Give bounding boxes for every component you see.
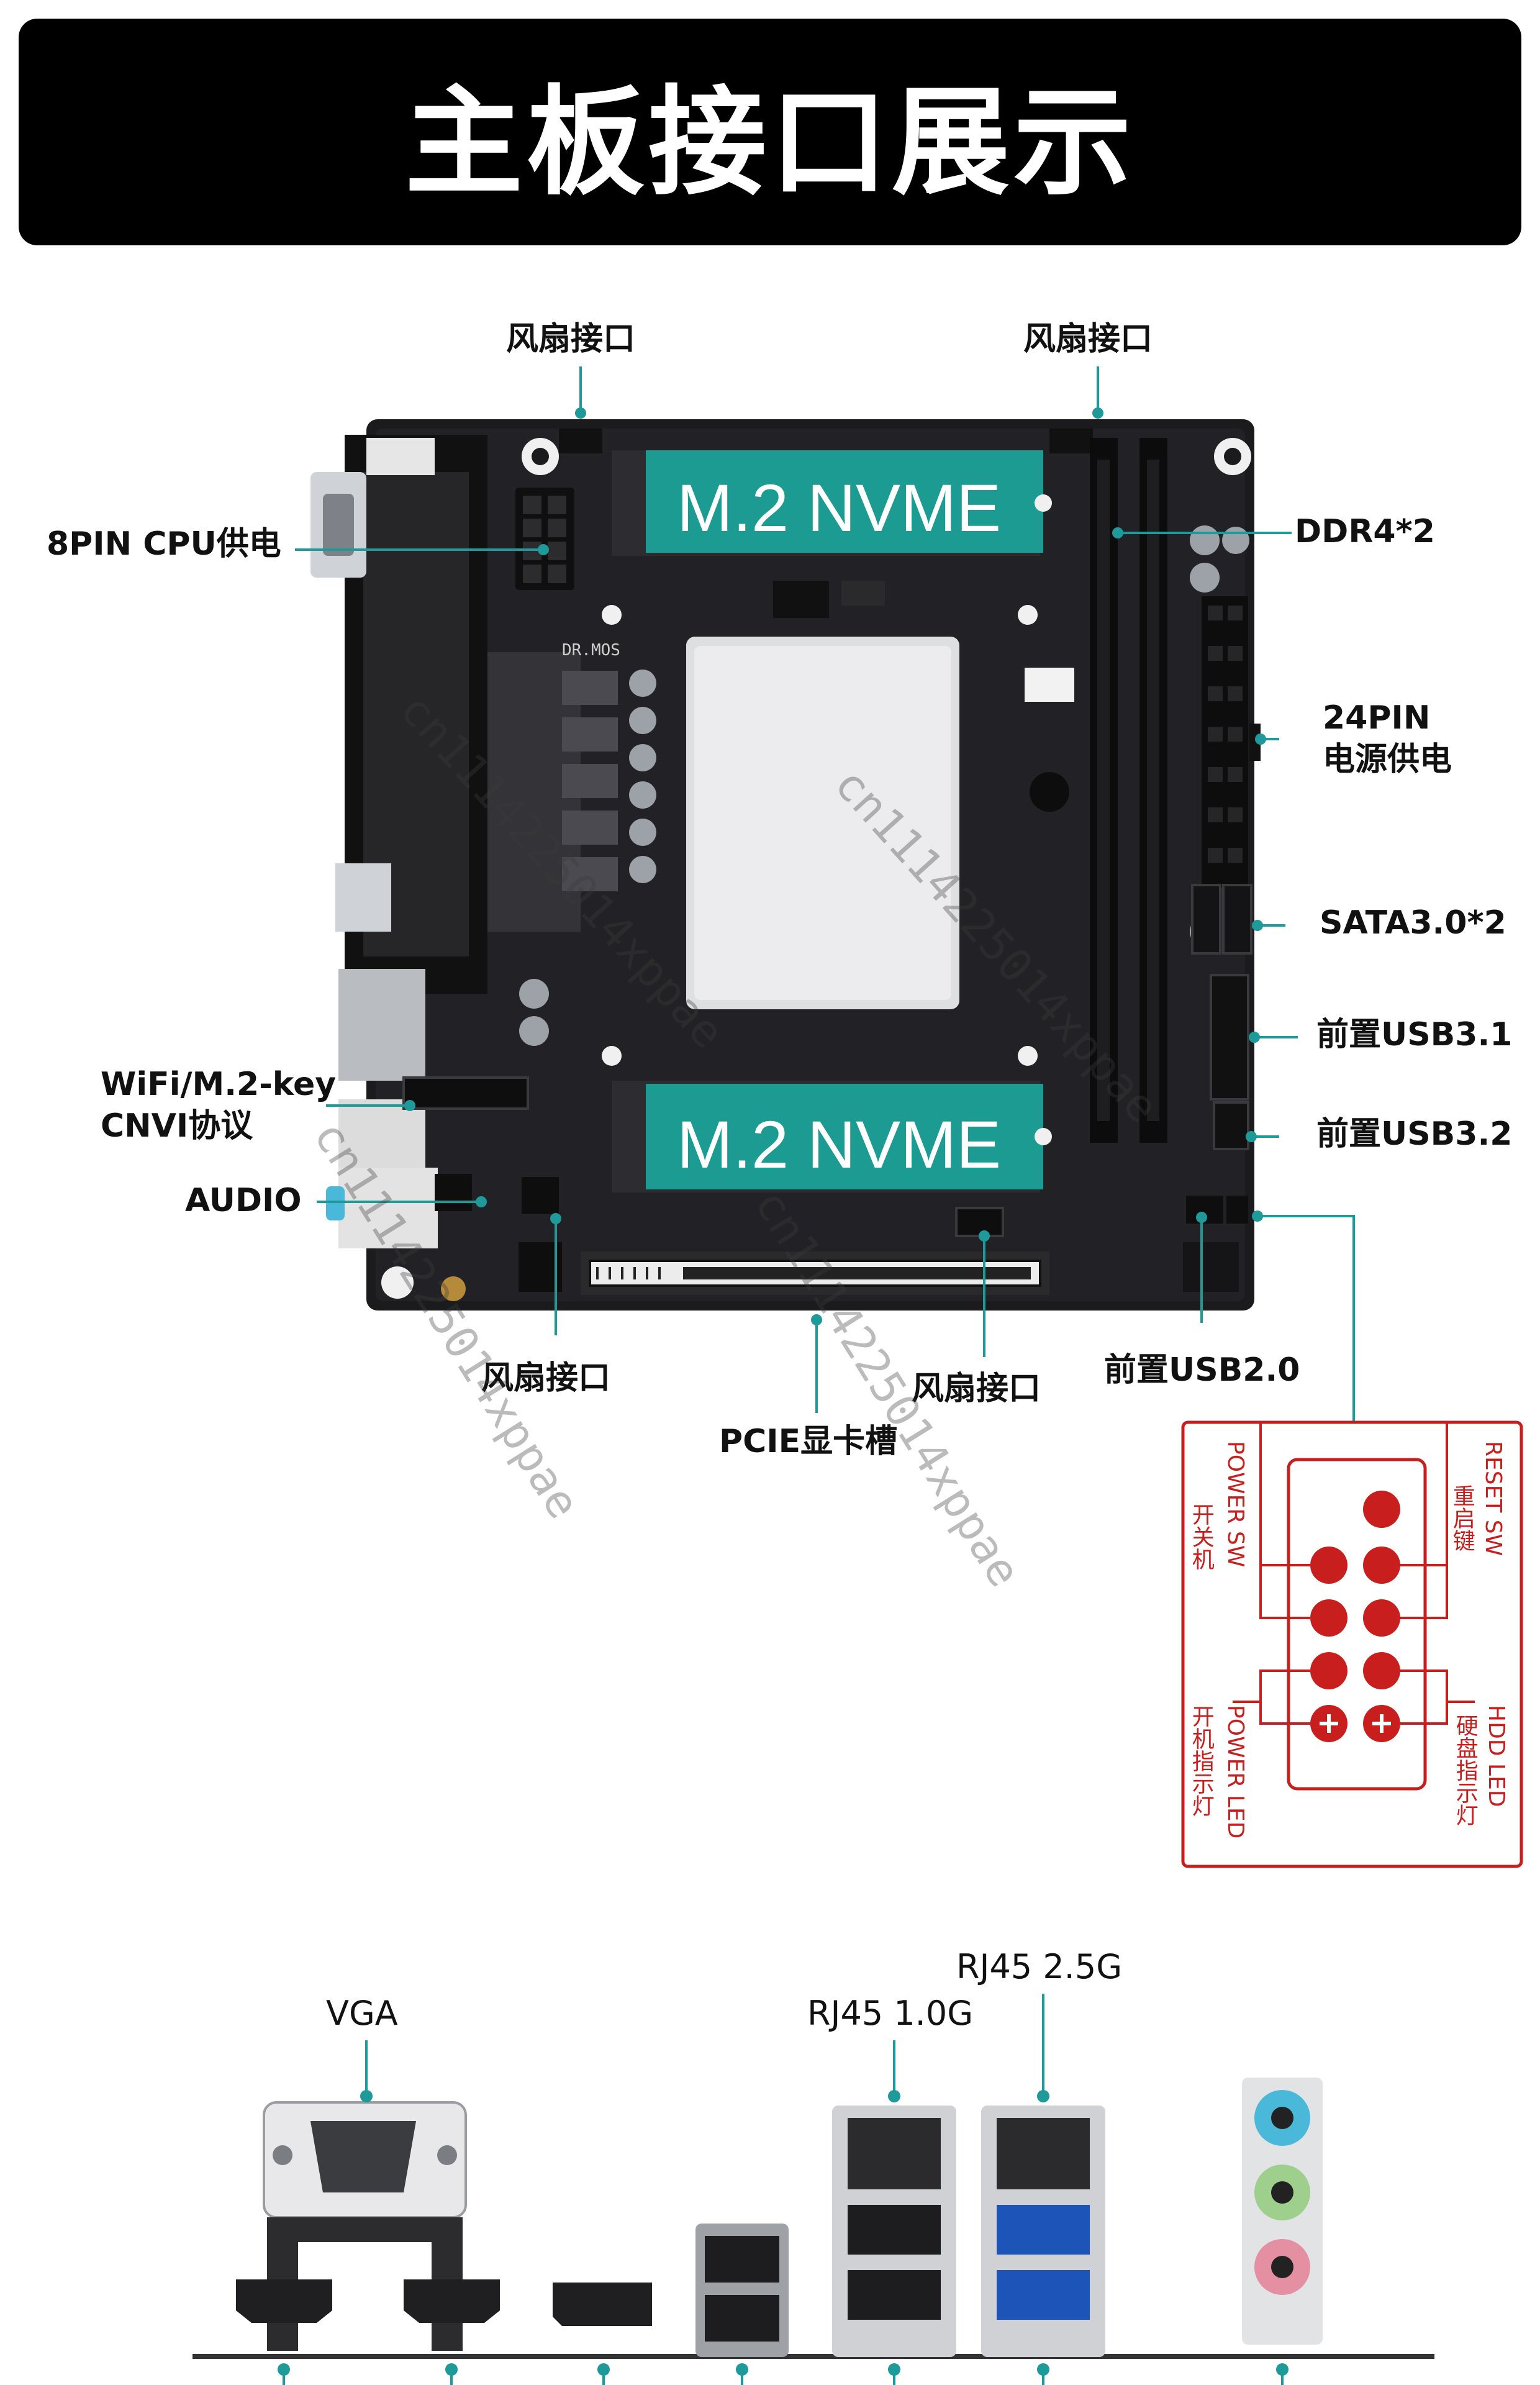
rear-io-callout-dots	[278, 2090, 1289, 2376]
front-usb32-label: 前置USB3.2	[1316, 1115, 1513, 1153]
reset-sw-label: RESET SW	[1480, 1441, 1506, 1556]
atx-power-label-line1: 24PIN	[1323, 699, 1431, 737]
rear-io-panel	[192, 2078, 1434, 2359]
cpu-power-label: 8PIN CPU供电	[47, 525, 281, 563]
power-led-cn-label: 开机指示灯	[1188, 1705, 1214, 1817]
wifi-label-line1: WiFi/M.2-key	[101, 1066, 337, 1103]
front-usb31-label: 前置USB3.1	[1316, 1016, 1513, 1053]
sata-label: SATA3.0*2	[1320, 904, 1506, 942]
power-sw-label: POWER SW	[1222, 1441, 1248, 1568]
m2-bottom-label: M.2 NVME	[677, 1107, 1001, 1182]
title-banner: 主板接口展示	[19, 19, 1521, 245]
board-callout-dots	[404, 407, 1266, 1325]
front-usb20-label: 前置USB2.0	[1104, 1352, 1300, 1389]
hdd-led-cn-label: 硬盘指示灯	[1452, 1714, 1478, 1826]
hdd-led-label: HDD LED	[1483, 1705, 1509, 1807]
rj45-1g-label: RJ45 1.0G	[807, 1994, 974, 2033]
power-led-label: POWER LED	[1222, 1705, 1248, 1839]
pcie-slot-label: PCIE显卡槽	[719, 1423, 898, 1460]
vga-label: VGA	[326, 1994, 398, 2033]
reset-cn-label: 重启键	[1449, 1484, 1475, 1551]
atx-power-label-line2: 电源供电	[1323, 741, 1452, 778]
page-title: 主板接口展示	[404, 74, 1135, 211]
fan-header-label-bottom-right: 风扇接口	[912, 1370, 1041, 1407]
motherboard-pcb: DR.MOS M.2 NVME	[310, 419, 1261, 1311]
wifi-label-line2: CNVI协议	[101, 1107, 253, 1145]
fan-header-label-top-left: 风扇接口	[506, 320, 636, 358]
drmos-label: DR.MOS	[562, 641, 620, 660]
rj45-25g-label: RJ45 2.5G	[956, 1947, 1123, 1986]
ddr4-label: DDR4*2	[1295, 513, 1435, 550]
fan-header-label-bottom-left: 风扇接口	[481, 1360, 611, 1397]
audio-label: AUDIO	[185, 1182, 302, 1219]
fan-header-label-top-right: 风扇接口	[1023, 320, 1153, 358]
front-panel-pinout	[1181, 1420, 1523, 1868]
board-callout-lines	[295, 366, 1355, 1422]
power-sw-cn-label: 开关机	[1188, 1503, 1214, 1570]
m2-top-label: M.2 NVME	[677, 470, 1001, 545]
